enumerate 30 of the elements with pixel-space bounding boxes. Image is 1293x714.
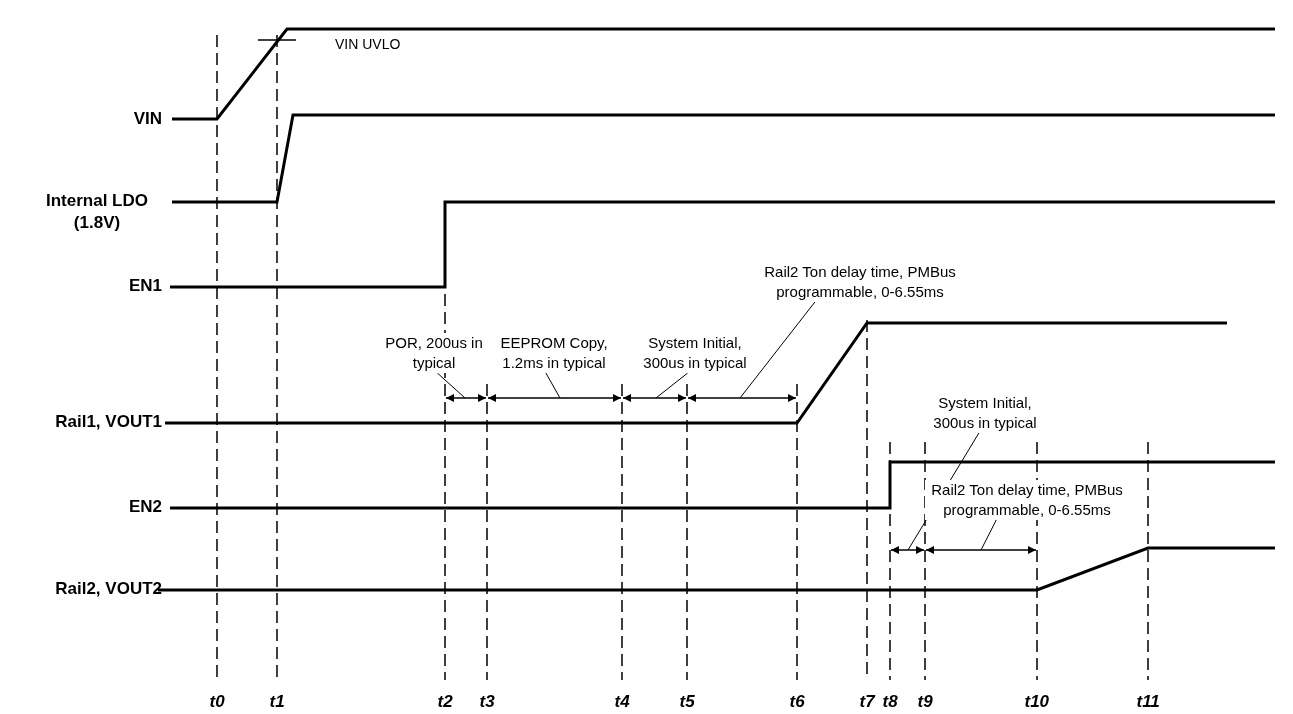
signal-name: Rail2, VOUT2 [55,578,162,600]
time-label: t10 [1024,692,1050,712]
time-label: t9 [917,692,933,712]
threshold-label: VIN UVLO [335,36,401,52]
time-label: t1 [269,692,285,712]
leader-line [436,372,466,399]
time-label: t2 [437,692,453,712]
dimension-arrow [487,394,622,402]
dimension-arrow [925,546,1037,554]
time-label: t3 [479,692,495,712]
signal-name: VIN [133,108,162,130]
leader-line [739,301,816,399]
time-label: t5 [679,692,695,712]
dimension-arrow [622,394,687,402]
dimension-arrow [445,394,487,402]
signal-name: EN1 [128,275,162,297]
time-label: t6 [789,692,805,712]
leader-line [545,372,561,399]
time-label: t0 [209,692,225,712]
signal-name: Rail1, VOUT1 [55,411,162,433]
time-label: t4 [614,692,630,712]
dimension-arrow [687,394,797,402]
time-label: t11 [1136,692,1160,712]
signal-name: Internal LDO (1.8V) [45,190,149,234]
leader-line [655,372,689,399]
time-label: t7 [859,692,875,712]
leader-line [980,519,997,551]
time-label: t8 [882,692,898,712]
dimension-arrow [890,546,925,554]
signal-name: EN2 [128,496,162,518]
